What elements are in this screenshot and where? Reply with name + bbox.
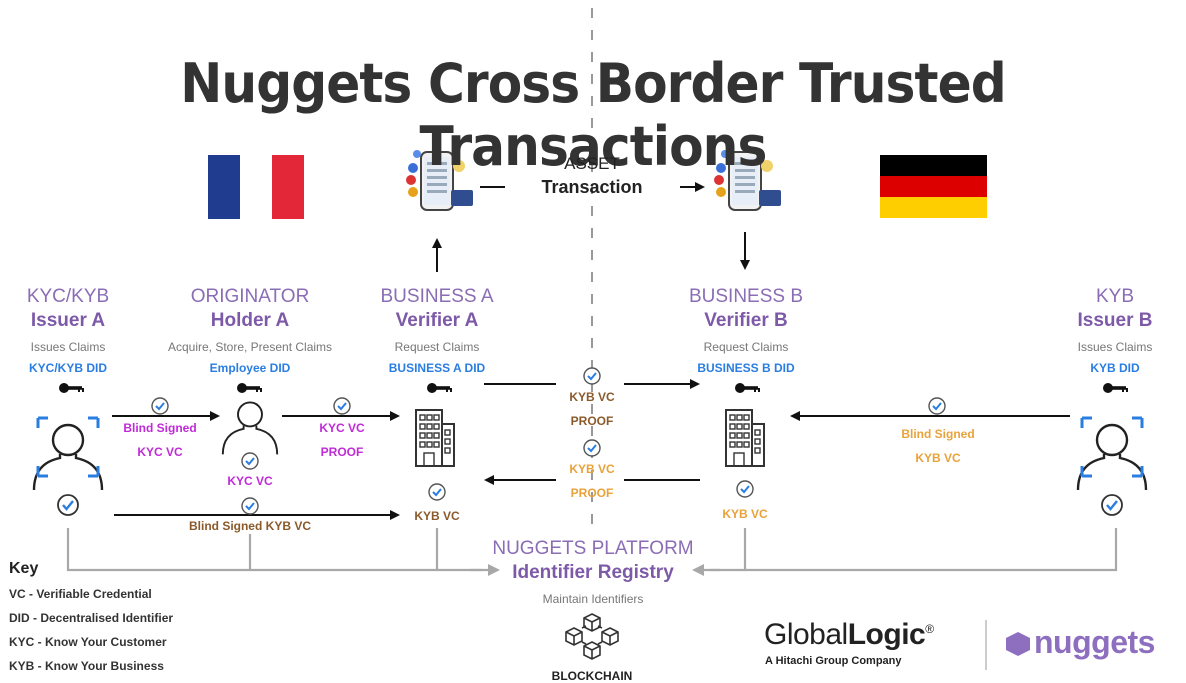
edge-blind-signed: Blind Signed [123, 421, 197, 435]
edge-proof-1: PROOF [320, 445, 364, 459]
edge-kyb-vc-issuer-b: KYB VC [915, 451, 961, 465]
edge-blind-signed-kyb: Blind Signed KYB VC [188, 519, 311, 533]
verifier-b-did: BUSINESS B DID [697, 361, 795, 375]
edge-kyb-vc-mid1: KYB VC [569, 390, 615, 404]
issuer-b-person-icon [1076, 416, 1148, 517]
key-item: VC - Verifiable Credential [9, 587, 152, 601]
holder-a-title: Holder A [210, 310, 290, 331]
verifier-a-type: BUSINESS A [380, 286, 494, 307]
issuer-a-person-icon [32, 416, 104, 517]
key-icon-verifier-a [427, 383, 452, 393]
key-icon-holder-a [237, 383, 262, 393]
key-item: KYB - Know Your Business [9, 659, 164, 673]
nuggets-logo-icon [1006, 632, 1030, 656]
globallogic-logo: GlobalLogic® [764, 618, 934, 652]
edge-kyb-vc-b: KYB VC [722, 507, 768, 521]
business-b-building-icon [725, 409, 765, 467]
platform-sub: Maintain Identifiers [542, 592, 644, 606]
check-icon [583, 367, 601, 385]
globallogic-logo-part2: Logic [847, 618, 926, 651]
edge-blind-signed-b: Blind Signed [901, 427, 975, 441]
blockchain-icon [565, 613, 619, 660]
platform-name: NUGGETS PLATFORM [492, 538, 694, 559]
issuer-a-title: Issuer A [30, 310, 106, 331]
business-a-building-icon [415, 409, 455, 467]
asset-label: ASSET [564, 154, 620, 173]
blockchain-label: BLOCKCHAIN [551, 669, 633, 683]
page-title: Nuggets Cross Border Trusted Transaction… [180, 52, 1006, 178]
verifier-a-title: Verifier A [395, 310, 479, 331]
key-icon-issuer-b [1103, 383, 1128, 393]
issuer-b-did: KYB DID [1090, 361, 1140, 375]
verifier-b-sub: Request Claims [703, 340, 789, 354]
issuer-a-type: KYC/KYB [26, 286, 110, 307]
verifier-b-type: BUSINESS B [688, 286, 804, 307]
edge-proof-mid1: PROOF [570, 414, 614, 428]
holder-a-did: Employee DID [209, 361, 291, 375]
holder-a-sub: Acquire, Store, Present Claims [167, 340, 333, 354]
issuer-b-type: KYB [1095, 286, 1135, 307]
platform-connectors [66, 528, 1118, 572]
edge-kyc-vc-3: KYC VC [227, 474, 273, 488]
check-icon [241, 452, 259, 470]
issuer-a-sub: Issues Claims [30, 340, 106, 354]
issuer-b-title: Issuer B [1077, 310, 1153, 331]
verifier-a-did: BUSINESS A DID [388, 361, 486, 375]
edge-kyb-vc-mid2: KYB VC [569, 462, 615, 476]
key-title: Key [9, 560, 39, 577]
germany-flag [880, 155, 987, 218]
holder-a-type: ORIGINATOR [190, 286, 310, 307]
key-item: DID - Decentralised Identifier [9, 611, 174, 625]
edge-kyb-vc-a: KYB VC [414, 509, 460, 523]
globallogic-tagline: A Hitachi Group Company [765, 655, 902, 667]
edge-kyc-vc-2: KYC VC [319, 421, 365, 435]
issuer-b-sub: Issues Claims [1077, 340, 1153, 354]
key-icon-verifier-b [735, 383, 760, 393]
nuggets-logo: nuggets [1034, 624, 1155, 660]
check-icon [151, 397, 169, 415]
key-item: KYC - Know Your Customer [9, 635, 167, 649]
key-icon-issuer-a [59, 383, 84, 393]
verifier-b-title: Verifier B [704, 310, 788, 331]
check-icon [428, 483, 446, 501]
edge-proof-mid2: PROOF [570, 486, 614, 500]
check-icon [241, 497, 259, 515]
france-flag [208, 155, 304, 219]
issuer-a-did: KYC/KYB DID [28, 361, 107, 375]
check-icon [928, 397, 946, 415]
check-icon [736, 480, 754, 498]
globallogic-logo-part1: Global [764, 618, 848, 651]
check-icon [333, 397, 351, 415]
edge-kyc-vc: KYC VC [137, 445, 183, 459]
holder-a-person-icon [221, 401, 279, 456]
transaction-label: Transaction [541, 177, 643, 197]
platform-title: Identifier Registry [512, 562, 674, 583]
verifier-a-sub: Request Claims [394, 340, 480, 354]
check-icon [583, 439, 601, 457]
globallogic-registered-mark: ® [925, 622, 934, 636]
